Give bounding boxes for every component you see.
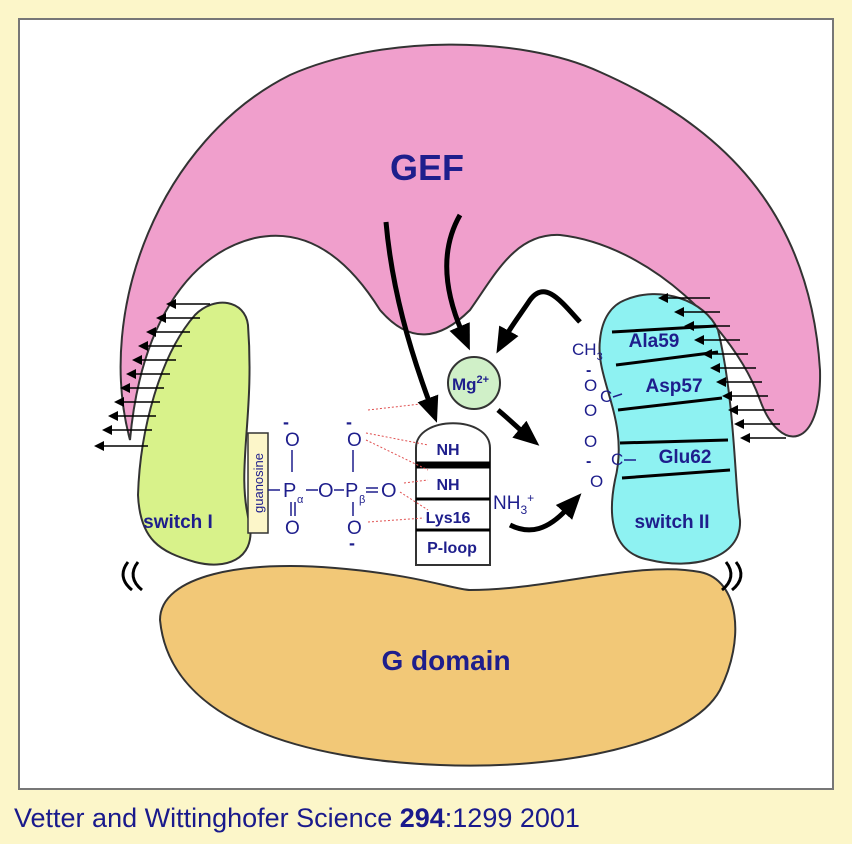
switch2-push-arrows	[658, 293, 786, 443]
glu62-carboxylate: O - C O	[584, 432, 636, 491]
switch2-label: switch II	[635, 512, 710, 533]
bridge-o: O	[318, 480, 334, 502]
g-domain-label: G domain	[381, 645, 510, 676]
svg-text:O: O	[584, 401, 597, 420]
ploop-nh1: NH	[436, 442, 459, 459]
beta-o-bottom-minus: -	[349, 533, 355, 553]
alpha-p: P	[283, 480, 296, 502]
beta-symbol: β	[359, 494, 365, 506]
asp57-carboxylate: - O C O	[584, 362, 623, 420]
beta-o-right: O	[381, 480, 397, 502]
ploop-lys16: Lys16	[426, 510, 471, 527]
diphosphate-structure: - O P α O O P β - O O O -	[268, 412, 397, 553]
nh3-label: NH3+	[493, 491, 534, 517]
g-domain-shape	[158, 565, 737, 767]
alpha-symbol: α	[297, 494, 304, 506]
switch1-vibration-marks	[121, 561, 143, 592]
hydrogen-bond-lines	[365, 401, 439, 523]
mechanism-arrows	[383, 213, 582, 533]
alpha-o-top: O	[285, 430, 300, 451]
switch2-vibration-marks	[721, 561, 743, 592]
alpha-o-bottom: O	[285, 518, 300, 539]
switch1-label: switch I	[143, 512, 213, 533]
ploop-nh2: NH	[436, 477, 459, 494]
svg-text:C: C	[600, 387, 612, 406]
beta-o-bottom: O	[347, 518, 362, 539]
svg-text:O: O	[584, 432, 597, 451]
beta-o-top: O	[347, 430, 362, 451]
beta-o-top-minus: -	[346, 412, 352, 432]
ch3-label: CH3	[572, 340, 603, 363]
gef-shape	[119, 43, 822, 441]
gef-label: GEF	[390, 147, 464, 188]
mg-ion	[447, 356, 501, 410]
alpha-o-minus: -	[283, 412, 289, 432]
ploop-label: P-loop	[427, 540, 477, 557]
svg-text:-: -	[586, 453, 591, 470]
asp57-label: Asp57	[645, 376, 702, 397]
guanosine-box	[247, 432, 269, 534]
mg-label: Mg2+	[452, 374, 489, 394]
svg-text:C: C	[611, 450, 623, 469]
glu62-label: Glu62	[659, 447, 712, 468]
ala59-label: Ala59	[629, 331, 680, 352]
citation: Vetter and Wittinghofer Science 294:1299…	[14, 803, 580, 833]
switch2-dividers	[611, 324, 731, 480]
svg-text:-: -	[586, 362, 591, 379]
beta-p: P	[345, 480, 358, 502]
guanosine-label: guanosine	[251, 453, 266, 513]
switch1-shape	[136, 301, 252, 566]
p-loop: NH NH Lys16 P-loop	[415, 422, 491, 566]
svg-text:O: O	[590, 472, 603, 491]
svg-text:O: O	[584, 376, 597, 395]
switch1-push-arrows	[94, 299, 210, 451]
